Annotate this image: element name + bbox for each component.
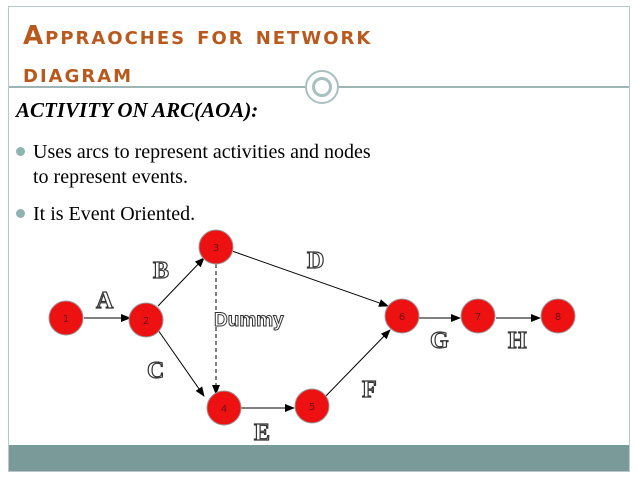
arc-f <box>321 329 391 401</box>
title-line-2: diagram <box>23 59 134 89</box>
bullet-dot-icon <box>16 146 25 156</box>
bullet-item: Uses arcs to represent activities and no… <box>16 140 371 190</box>
node-5: 5 <box>294 388 330 424</box>
node-8: 8 <box>540 298 576 334</box>
node-4: 4 <box>206 390 242 426</box>
node-label: 7 <box>475 312 481 323</box>
arc-c <box>157 329 205 397</box>
node-label: 6 <box>399 312 405 323</box>
arc-d <box>231 250 389 307</box>
arc-b <box>157 257 205 307</box>
activity-label-g: G <box>430 328 449 354</box>
ring-ornament-icon <box>305 70 339 104</box>
activity-label-a: A <box>96 288 114 314</box>
bullet-text: It is Event Oriented. <box>33 203 196 225</box>
bullet-text-continued: to represent events. <box>33 166 188 188</box>
activity-label-h: H <box>508 328 527 354</box>
node-label: 8 <box>555 312 561 323</box>
slide-frame <box>8 6 630 472</box>
slide-title: Appraoches for network diagram <box>23 17 543 93</box>
node-label: 5 <box>309 402 315 413</box>
title-line-1: Appraoches for network <box>23 21 373 51</box>
node-label: 2 <box>143 316 149 327</box>
node-2: 2 <box>128 302 164 338</box>
bullet-text: Uses arcs to represent activities and no… <box>33 141 371 163</box>
node-3: 3 <box>198 229 234 265</box>
activity-label-b: B <box>153 258 169 284</box>
node-label: 1 <box>63 314 69 325</box>
node-label: 3 <box>213 243 219 254</box>
bullet-dot-icon <box>16 208 25 218</box>
dummy-label: Dummy <box>214 310 284 331</box>
node-7: 7 <box>460 298 496 334</box>
activity-label-f: F <box>362 377 377 403</box>
footer-bar <box>9 445 629 471</box>
section-heading: ACTIVITY ON ARC(AOA): <box>16 98 259 122</box>
activity-label-e: E <box>254 420 270 446</box>
node-1: 1 <box>48 300 84 336</box>
activity-label-c: C <box>147 358 164 384</box>
bullet-item: It is Event Oriented. <box>16 202 195 227</box>
activity-label-d: D <box>307 248 324 274</box>
node-6: 6 <box>384 298 420 334</box>
node-label: 4 <box>221 404 227 415</box>
